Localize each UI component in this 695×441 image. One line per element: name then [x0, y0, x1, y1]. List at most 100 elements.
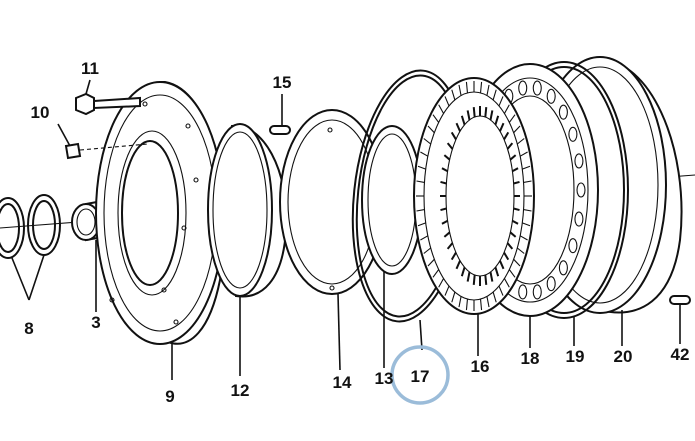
- clutch-segment: [503, 278, 510, 288]
- label-16: 16: [471, 357, 490, 376]
- clutch-segment: [522, 165, 531, 170]
- bearing-ball: [532, 284, 542, 300]
- inner-tooth: [460, 115, 466, 126]
- clutch-segment: [451, 89, 456, 101]
- clutch-segment: [479, 299, 483, 311]
- inner-tooth: [511, 167, 519, 173]
- inner-tooth: [499, 260, 505, 270]
- clutch-segment: [492, 89, 497, 101]
- clutch-segment: [427, 258, 435, 267]
- part-9-cover: [95, 81, 225, 345]
- part-8-o-rings: [0, 194, 61, 259]
- clutch-segment: [432, 114, 440, 123]
- inner-tooth: [513, 207, 520, 212]
- label-19: 19: [566, 347, 585, 366]
- inner-tooth: [509, 231, 517, 238]
- inner-tooth: [460, 266, 466, 277]
- part-12-ring: [207, 123, 288, 298]
- bearing-ball: [532, 80, 542, 96]
- inner-tooth: [484, 107, 488, 118]
- label-3: 3: [91, 313, 100, 332]
- inner-tooth: [441, 167, 449, 173]
- inner-tooth: [494, 115, 500, 126]
- bearing-ball: [546, 88, 556, 104]
- label-15: 15: [273, 73, 292, 92]
- clutch-segment: [444, 285, 450, 296]
- clutch-segment: [438, 278, 445, 288]
- inner-tooth: [446, 242, 454, 250]
- bearing-ball: [574, 153, 584, 169]
- inner-tooth: [466, 110, 471, 121]
- clutch-segment: [519, 235, 528, 241]
- inner-tooth: [489, 110, 494, 121]
- clutch-segment: [420, 235, 429, 241]
- leader-lines: [11, 79, 681, 380]
- inner-tooth: [443, 231, 451, 238]
- inner-tooth: [489, 271, 494, 282]
- inner-tooth: [499, 122, 505, 132]
- inner-tooth: [472, 107, 476, 118]
- label-9: 9: [165, 387, 174, 406]
- clutch-segment: [486, 84, 490, 96]
- bearing-ball: [518, 80, 528, 96]
- inner-tooth: [509, 154, 517, 161]
- inner-tooth: [503, 131, 510, 140]
- clutch-segment: [416, 209, 425, 212]
- clutch-segment: [523, 180, 532, 183]
- clutch-segment: [486, 296, 490, 308]
- part-15-pin: [269, 125, 291, 135]
- clutch-segment: [416, 180, 425, 183]
- bearing-ball: [518, 284, 528, 300]
- clutch-segment: [513, 258, 521, 267]
- clutch-segment: [508, 114, 516, 123]
- bearing-ball: [558, 260, 568, 276]
- label-13: 13: [375, 369, 394, 388]
- clutch-segment: [423, 247, 432, 254]
- clutch-segment: [432, 269, 440, 278]
- clutch-segment: [516, 138, 525, 145]
- inner-tooth: [441, 219, 449, 225]
- clutch-segment: [519, 151, 528, 157]
- clutch-segment: [458, 296, 462, 308]
- label-10: 10: [31, 103, 50, 122]
- part-10-pin: [64, 142, 149, 160]
- inner-tooth: [494, 266, 500, 277]
- label-12: 12: [231, 381, 250, 400]
- clutch-segment: [427, 125, 435, 134]
- clutch-segment: [492, 291, 497, 303]
- label-14: 14: [333, 373, 352, 392]
- inner-tooth: [440, 180, 447, 185]
- label-17: 17: [411, 367, 430, 386]
- inner-tooth: [455, 260, 461, 270]
- bearing-ball: [574, 211, 584, 227]
- inner-tooth: [506, 142, 514, 150]
- label-18: 18: [521, 349, 540, 368]
- inner-tooth: [446, 142, 454, 150]
- clutch-segment: [498, 285, 504, 296]
- part-11-bolt: [75, 92, 141, 116]
- clutch-segment: [522, 222, 531, 227]
- inner-tooth: [440, 207, 447, 212]
- clutch-segment: [417, 222, 426, 227]
- label-20: 20: [614, 347, 633, 366]
- bearing-ball: [546, 276, 556, 292]
- bearing-ball: [568, 238, 578, 254]
- inner-tooth: [455, 122, 461, 132]
- clutch-segment: [523, 209, 532, 212]
- inner-tooth: [484, 274, 488, 285]
- clutch-segment: [498, 96, 504, 107]
- label-8: 8: [24, 319, 33, 338]
- clutch-segment: [451, 291, 456, 303]
- label-42: 42: [671, 345, 690, 364]
- highlight-circle-17: [390, 345, 450, 405]
- clutch-segment: [516, 247, 525, 254]
- inner-tooth: [472, 274, 476, 285]
- clutch-segment: [420, 151, 429, 157]
- inner-tooth: [466, 271, 471, 282]
- inner-tooth: [443, 154, 451, 161]
- clutch-segment: [444, 96, 450, 107]
- part-16-clutch-pack: [413, 77, 535, 315]
- inner-tooth: [513, 180, 520, 185]
